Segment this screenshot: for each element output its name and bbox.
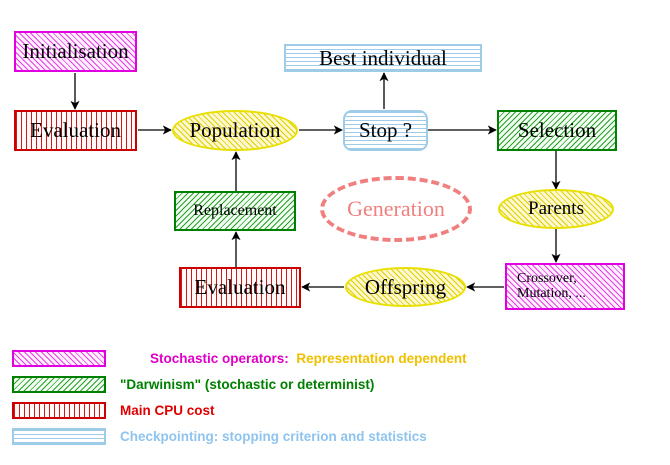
legend-row-darwinism: "Darwinism" (stochastic or determinist) — [12, 371, 467, 397]
node-variation[interactable]: Crossover, Mutation, ... — [505, 263, 625, 310]
node-stop-label: Stop ? — [358, 118, 413, 143]
legend-swatch-magenta-hatch — [12, 349, 106, 367]
node-evaluation-top[interactable]: Evaluation — [14, 110, 137, 151]
legend-swatch-green-hatch — [12, 375, 106, 393]
node-variation-label: Crossover, Mutation, ... — [517, 270, 586, 301]
legend-label-cpu: Main CPU cost — [120, 402, 215, 418]
node-generation-label: Generation — [347, 196, 445, 221]
legend-label-checkpointing: Checkpointing: stopping criterion and st… — [120, 428, 427, 444]
legend-label-darwinism: "Darwinism" (stochastic or determinist) — [120, 376, 375, 392]
node-replacement[interactable]: Replacement — [174, 191, 296, 231]
node-evaluation-bottom-label: Evaluation — [194, 275, 286, 300]
node-population-label: Population — [189, 118, 281, 143]
legend-swatch-red-hatch — [12, 401, 106, 419]
node-best-individual-label: Best individual — [319, 45, 447, 70]
legend-row-stochastic: Stochastic operators: Representation dep… — [12, 345, 467, 371]
node-parents-label: Parents — [528, 198, 584, 220]
legend-label-representation: Representation dependent — [296, 350, 467, 366]
node-initialisation[interactable]: Initialisation — [14, 31, 137, 72]
legend-row-cpu: Main CPU cost — [12, 397, 467, 423]
node-population[interactable]: Population — [172, 110, 298, 151]
node-generation: Generation — [320, 176, 472, 242]
node-stop[interactable]: Stop ? — [343, 110, 428, 151]
legend-label-stochastic: Stochastic operators: — [150, 350, 289, 366]
legend-row-checkpointing: Checkpointing: stopping criterion and st… — [12, 423, 467, 449]
node-offspring-label: Offspring — [364, 274, 447, 299]
node-evaluation-top-label: Evaluation — [30, 118, 121, 143]
node-initialisation-label: Initialisation — [22, 39, 129, 64]
legend: Stochastic operators: Representation dep… — [12, 345, 467, 449]
node-selection-label: Selection — [517, 118, 597, 143]
node-parents[interactable]: Parents — [498, 189, 614, 229]
node-offspring[interactable]: Offspring — [345, 267, 466, 307]
legend-swatch-blue-hatch — [12, 427, 106, 445]
node-selection[interactable]: Selection — [497, 110, 617, 151]
node-best-individual[interactable]: Best individual — [284, 44, 482, 72]
node-evaluation-bottom[interactable]: Evaluation — [179, 267, 301, 308]
node-replacement-label: Replacement — [193, 201, 277, 219]
